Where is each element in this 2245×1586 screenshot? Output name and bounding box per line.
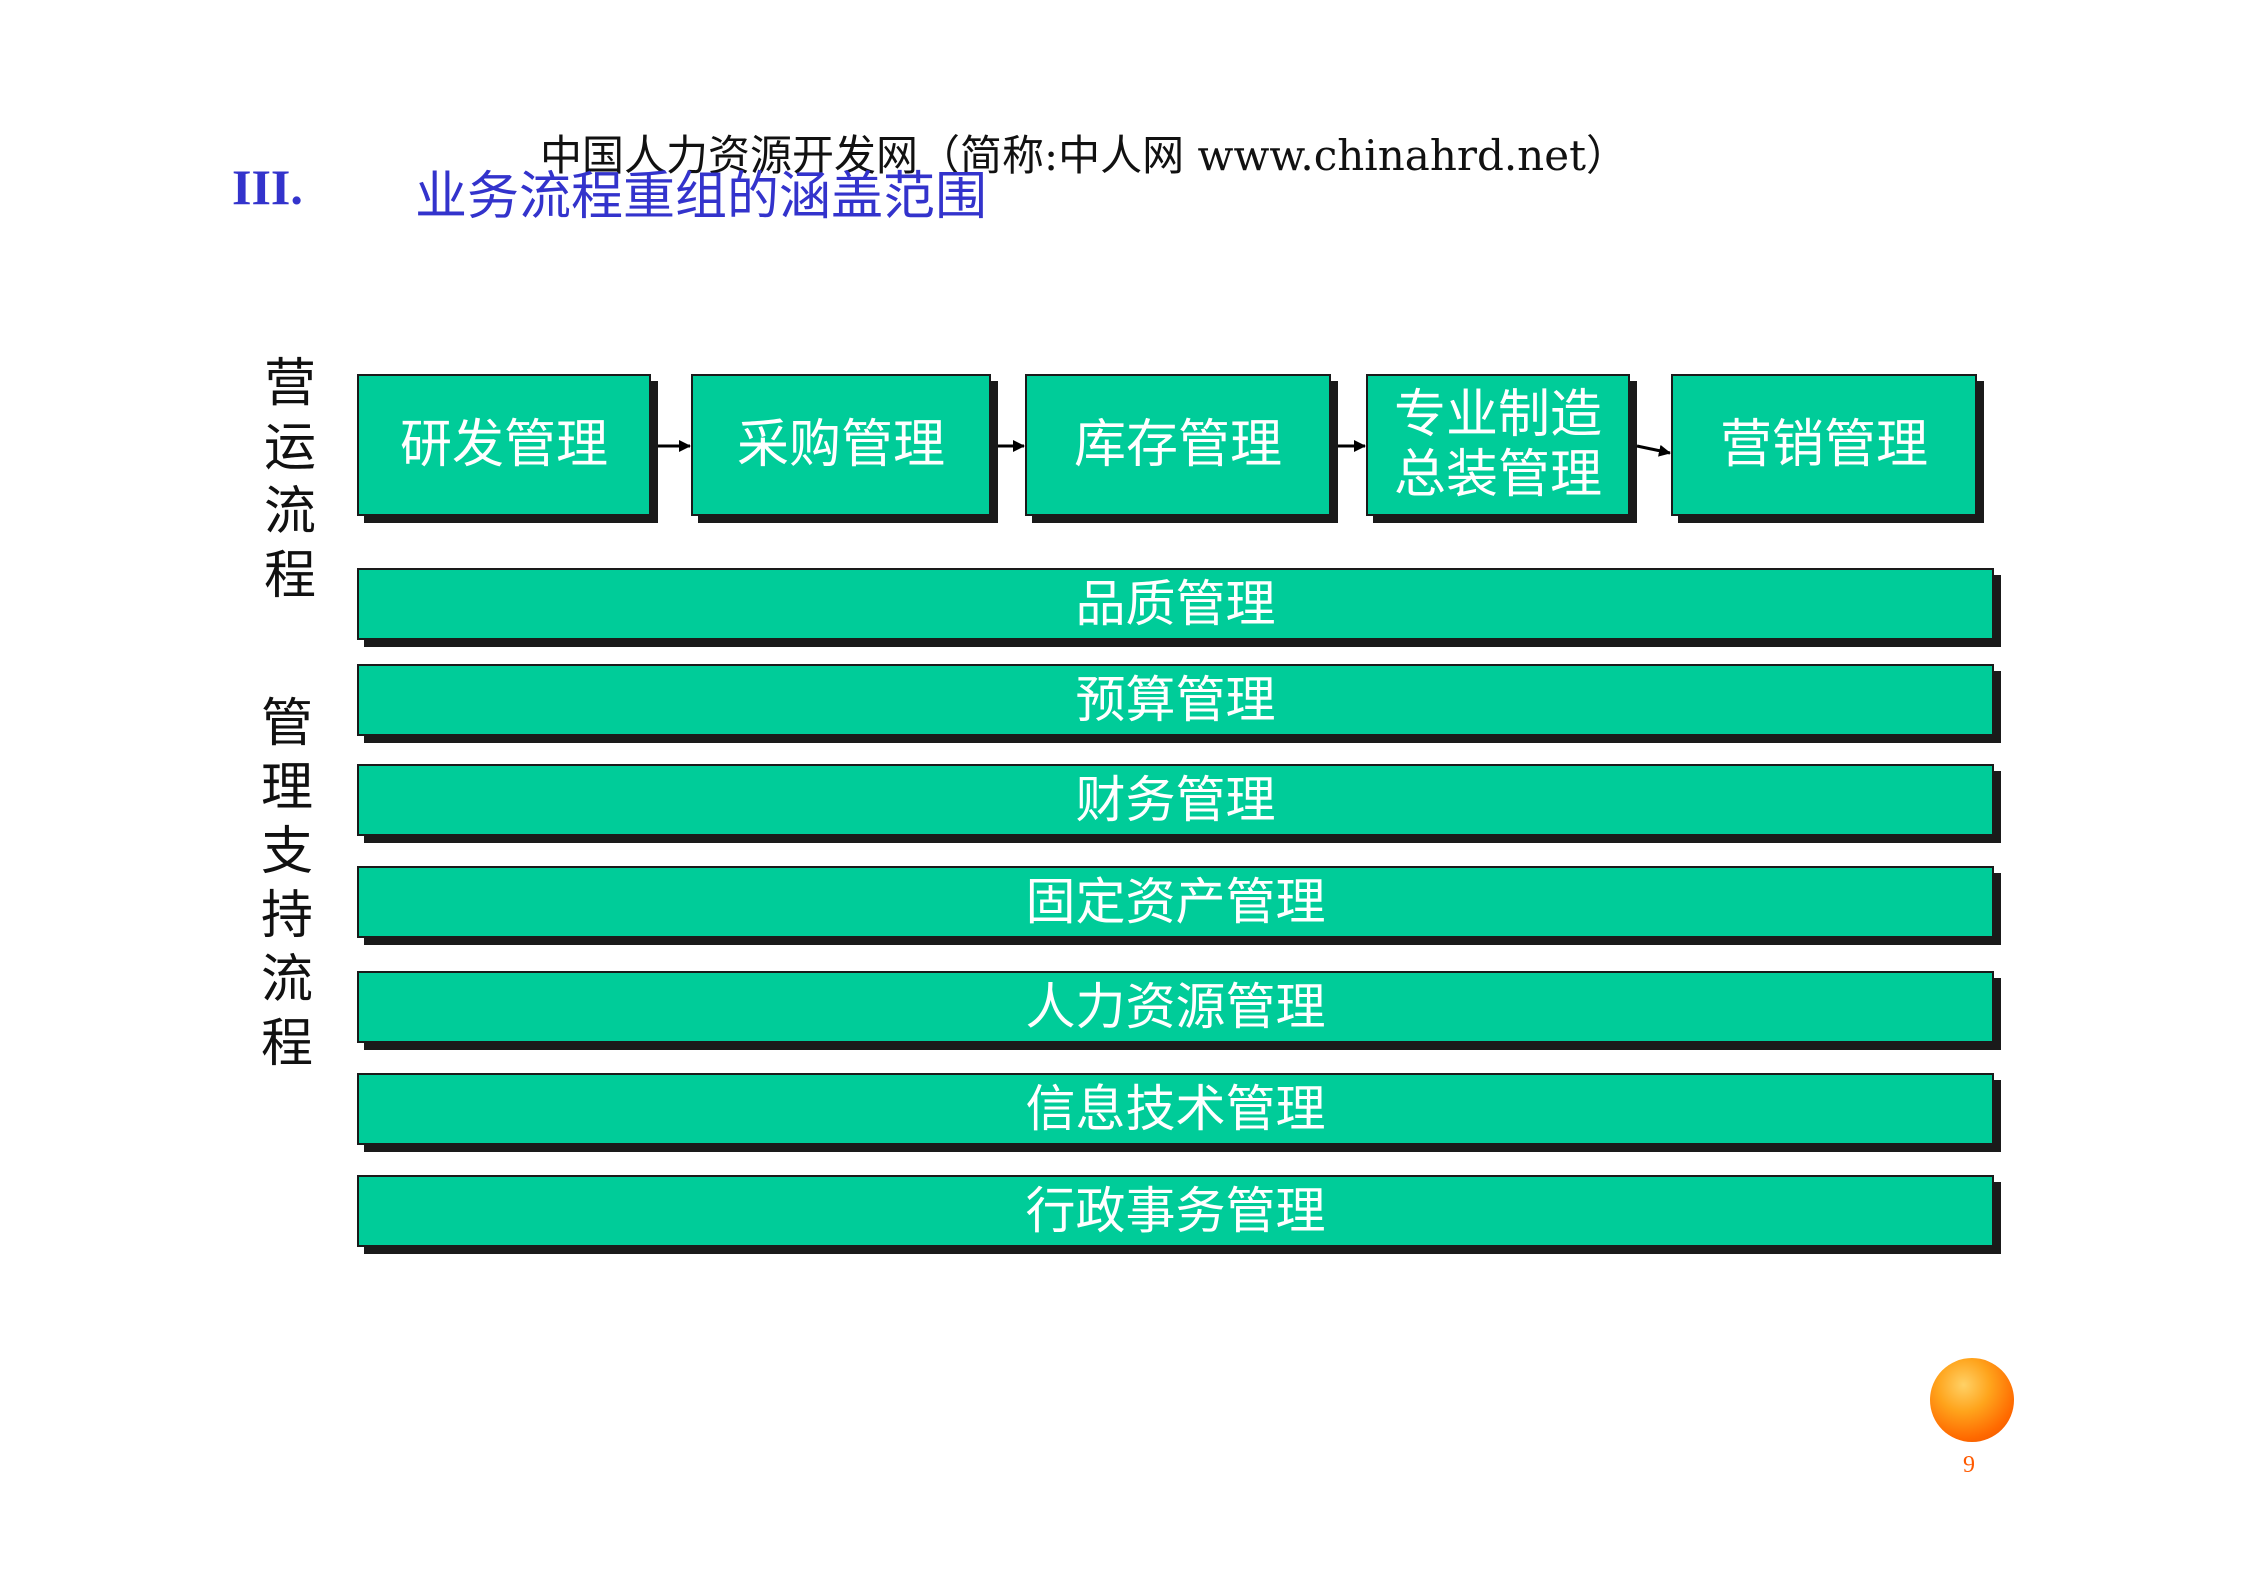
- support-label-text: 品质管理: [1075, 575, 1276, 633]
- support-label-char: 支: [260, 822, 313, 882]
- operations-label-char: 运: [263, 418, 316, 478]
- support-bar-quality: 品质管理: [357, 568, 1994, 640]
- process-label: 营销管理: [1719, 415, 1928, 475]
- process-label: 研发管理: [399, 415, 608, 475]
- support-bar-fixed-assets: 固定资产管理: [357, 866, 1994, 938]
- operations-label-char: 流: [263, 482, 316, 542]
- process-label-line2: 总装管理: [1393, 445, 1602, 505]
- support-bar-budget: 预算管理: [357, 664, 1994, 736]
- orange-ball-icon: [1930, 1358, 2014, 1442]
- section-number: III.: [232, 159, 303, 215]
- process-box-rd: 研发管理: [357, 374, 651, 516]
- section-title: 业务流程重组的涵盖范围: [415, 167, 988, 227]
- support-label-text: 财务管理: [1075, 771, 1276, 829]
- support-label-char: 持: [260, 886, 313, 946]
- process-box-inventory: 库存管理: [1025, 374, 1331, 516]
- support-label-text: 行政事务管理: [1025, 1182, 1326, 1240]
- flow-arrow: [1636, 444, 1671, 457]
- process-label: 库存管理: [1073, 415, 1282, 475]
- operations-label-char: 营: [263, 354, 316, 414]
- support-label-text: 固定资产管理: [1025, 873, 1326, 931]
- support-label-text: 预算管理: [1075, 671, 1276, 729]
- support-label-char: 理: [260, 758, 313, 818]
- process-box-marketing: 营销管理: [1671, 374, 1977, 516]
- page-number: 9: [1963, 1452, 1975, 1478]
- operations-label-char: 程: [263, 546, 316, 606]
- support-bar-admin: 行政事务管理: [357, 1175, 1994, 1247]
- process-box-procurement: 采购管理: [691, 374, 991, 516]
- support-bar-it: 信息技术管理: [357, 1073, 1994, 1145]
- support-bar-finance: 财务管理: [357, 764, 1994, 836]
- process-label: 采购管理: [736, 415, 945, 475]
- support-label-text: 人力资源管理: [1025, 978, 1326, 1036]
- support-label: 管 理 支 持 流 程: [252, 692, 322, 1076]
- support-label-text: 信息技术管理: [1025, 1080, 1326, 1138]
- support-label-char: 流: [260, 950, 313, 1010]
- process-label-line1: 专业制造: [1393, 385, 1602, 445]
- process-box-manufacturing: 专业制造 总装管理: [1366, 374, 1630, 516]
- operations-label: 营 运 流 程: [255, 352, 325, 608]
- support-label-char: 管: [260, 694, 313, 754]
- watermark-text: 中国人力资源开发网（简称:中人网 www.chinahrd.net）: [540, 131, 1628, 180]
- support-label-char: 程: [260, 1014, 313, 1074]
- support-bar-hr: 人力资源管理: [357, 971, 1994, 1043]
